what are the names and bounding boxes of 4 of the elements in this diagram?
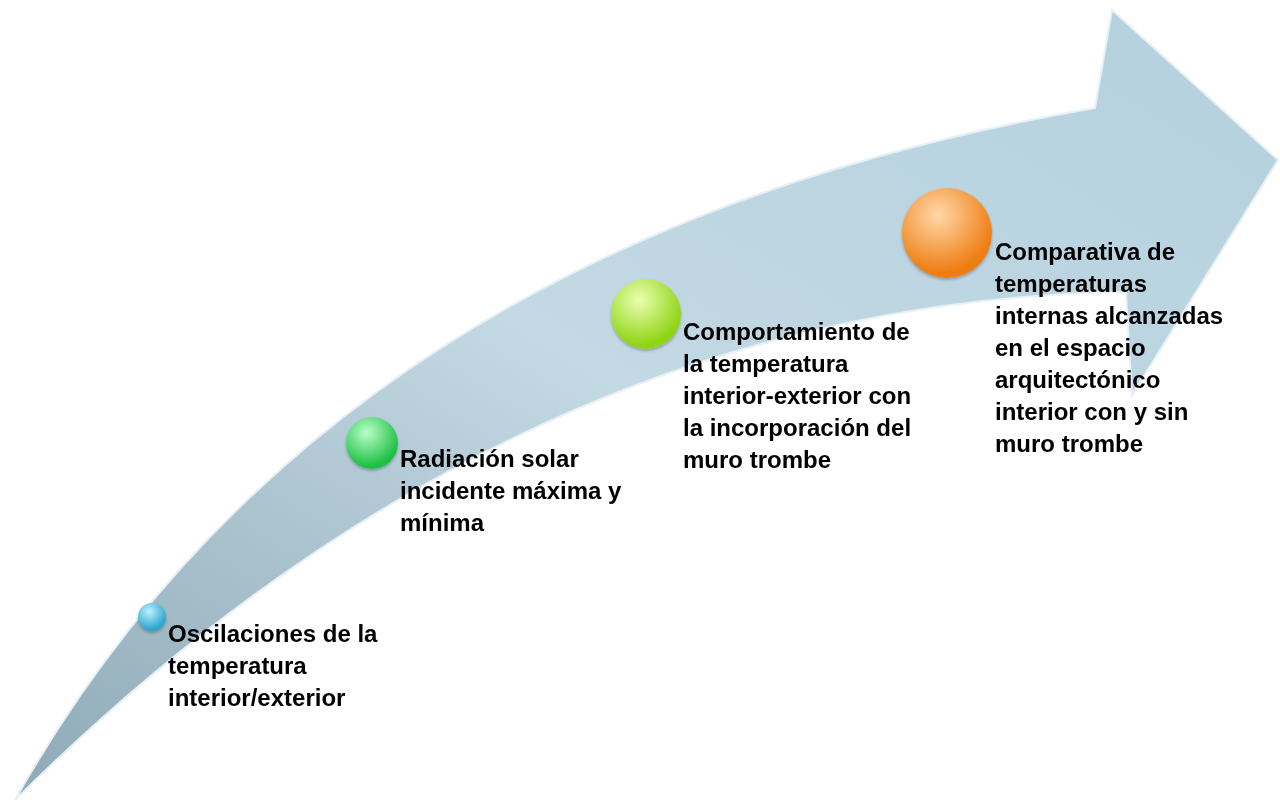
step-text: Comportamiento de la temperatura interior-exterior con la incorporación del muro trombe	[683, 317, 913, 475]
step-text: Oscilaciones de la temperatura interior/exterior	[168, 619, 379, 713]
step-text: Comparativa de temperaturas internas alcanzadas en el espacio arquitectónico interior con y sin muro trombe	[995, 237, 1225, 459]
step-text: Radiación solar incidente máxima y mínima	[400, 444, 623, 538]
